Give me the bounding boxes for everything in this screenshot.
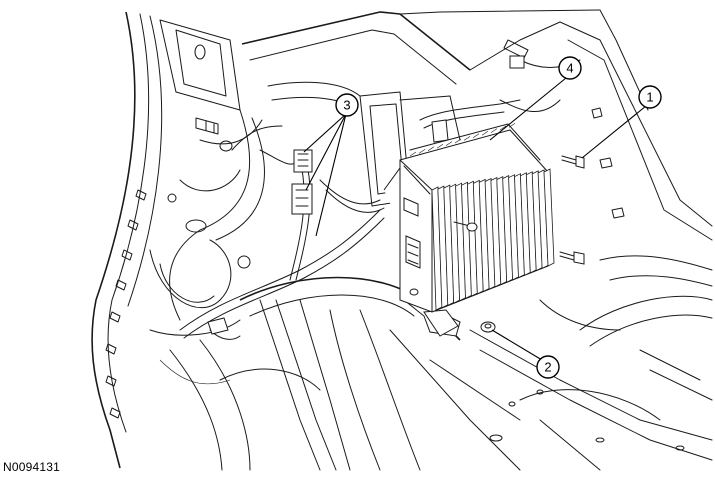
heat-sink-fin <box>543 168 555 267</box>
heat-sink-fin-tip <box>472 133 480 139</box>
callout-2-label: 2 <box>544 360 551 375</box>
callout-2: 2 <box>536 355 560 379</box>
heat-sink-fin-tip <box>409 151 417 157</box>
heat-sink-fin-tip <box>454 138 462 144</box>
heat-sink-fin-tip <box>508 123 516 128</box>
heat-sink-fin-tip <box>499 125 507 131</box>
heat-sink-fin-tip <box>463 136 471 141</box>
heat-sink-fin-tip <box>481 130 489 136</box>
figure-id: N0094131 <box>3 460 60 474</box>
audio-amplifier-module <box>383 123 555 337</box>
body-structure <box>91 9 713 471</box>
leader-lines <box>303 77 647 361</box>
callout-3-label: 3 <box>343 98 350 113</box>
callout-1-label: 1 <box>646 90 653 105</box>
heat-sink-fin-tip <box>490 128 498 133</box>
heat-sink-fin-tip <box>418 149 426 154</box>
callout-4: 4 <box>558 56 582 80</box>
heat-sink-fin-tip <box>436 143 444 149</box>
callout-4-label: 4 <box>566 61 573 76</box>
fasteners <box>480 155 585 333</box>
heat-sink-fin-tip <box>427 146 435 152</box>
wiring-harness <box>159 55 561 385</box>
callout-1: 1 <box>638 85 662 109</box>
callout-3: 3 <box>335 93 359 117</box>
heat-sink-fin-tip <box>445 141 453 146</box>
